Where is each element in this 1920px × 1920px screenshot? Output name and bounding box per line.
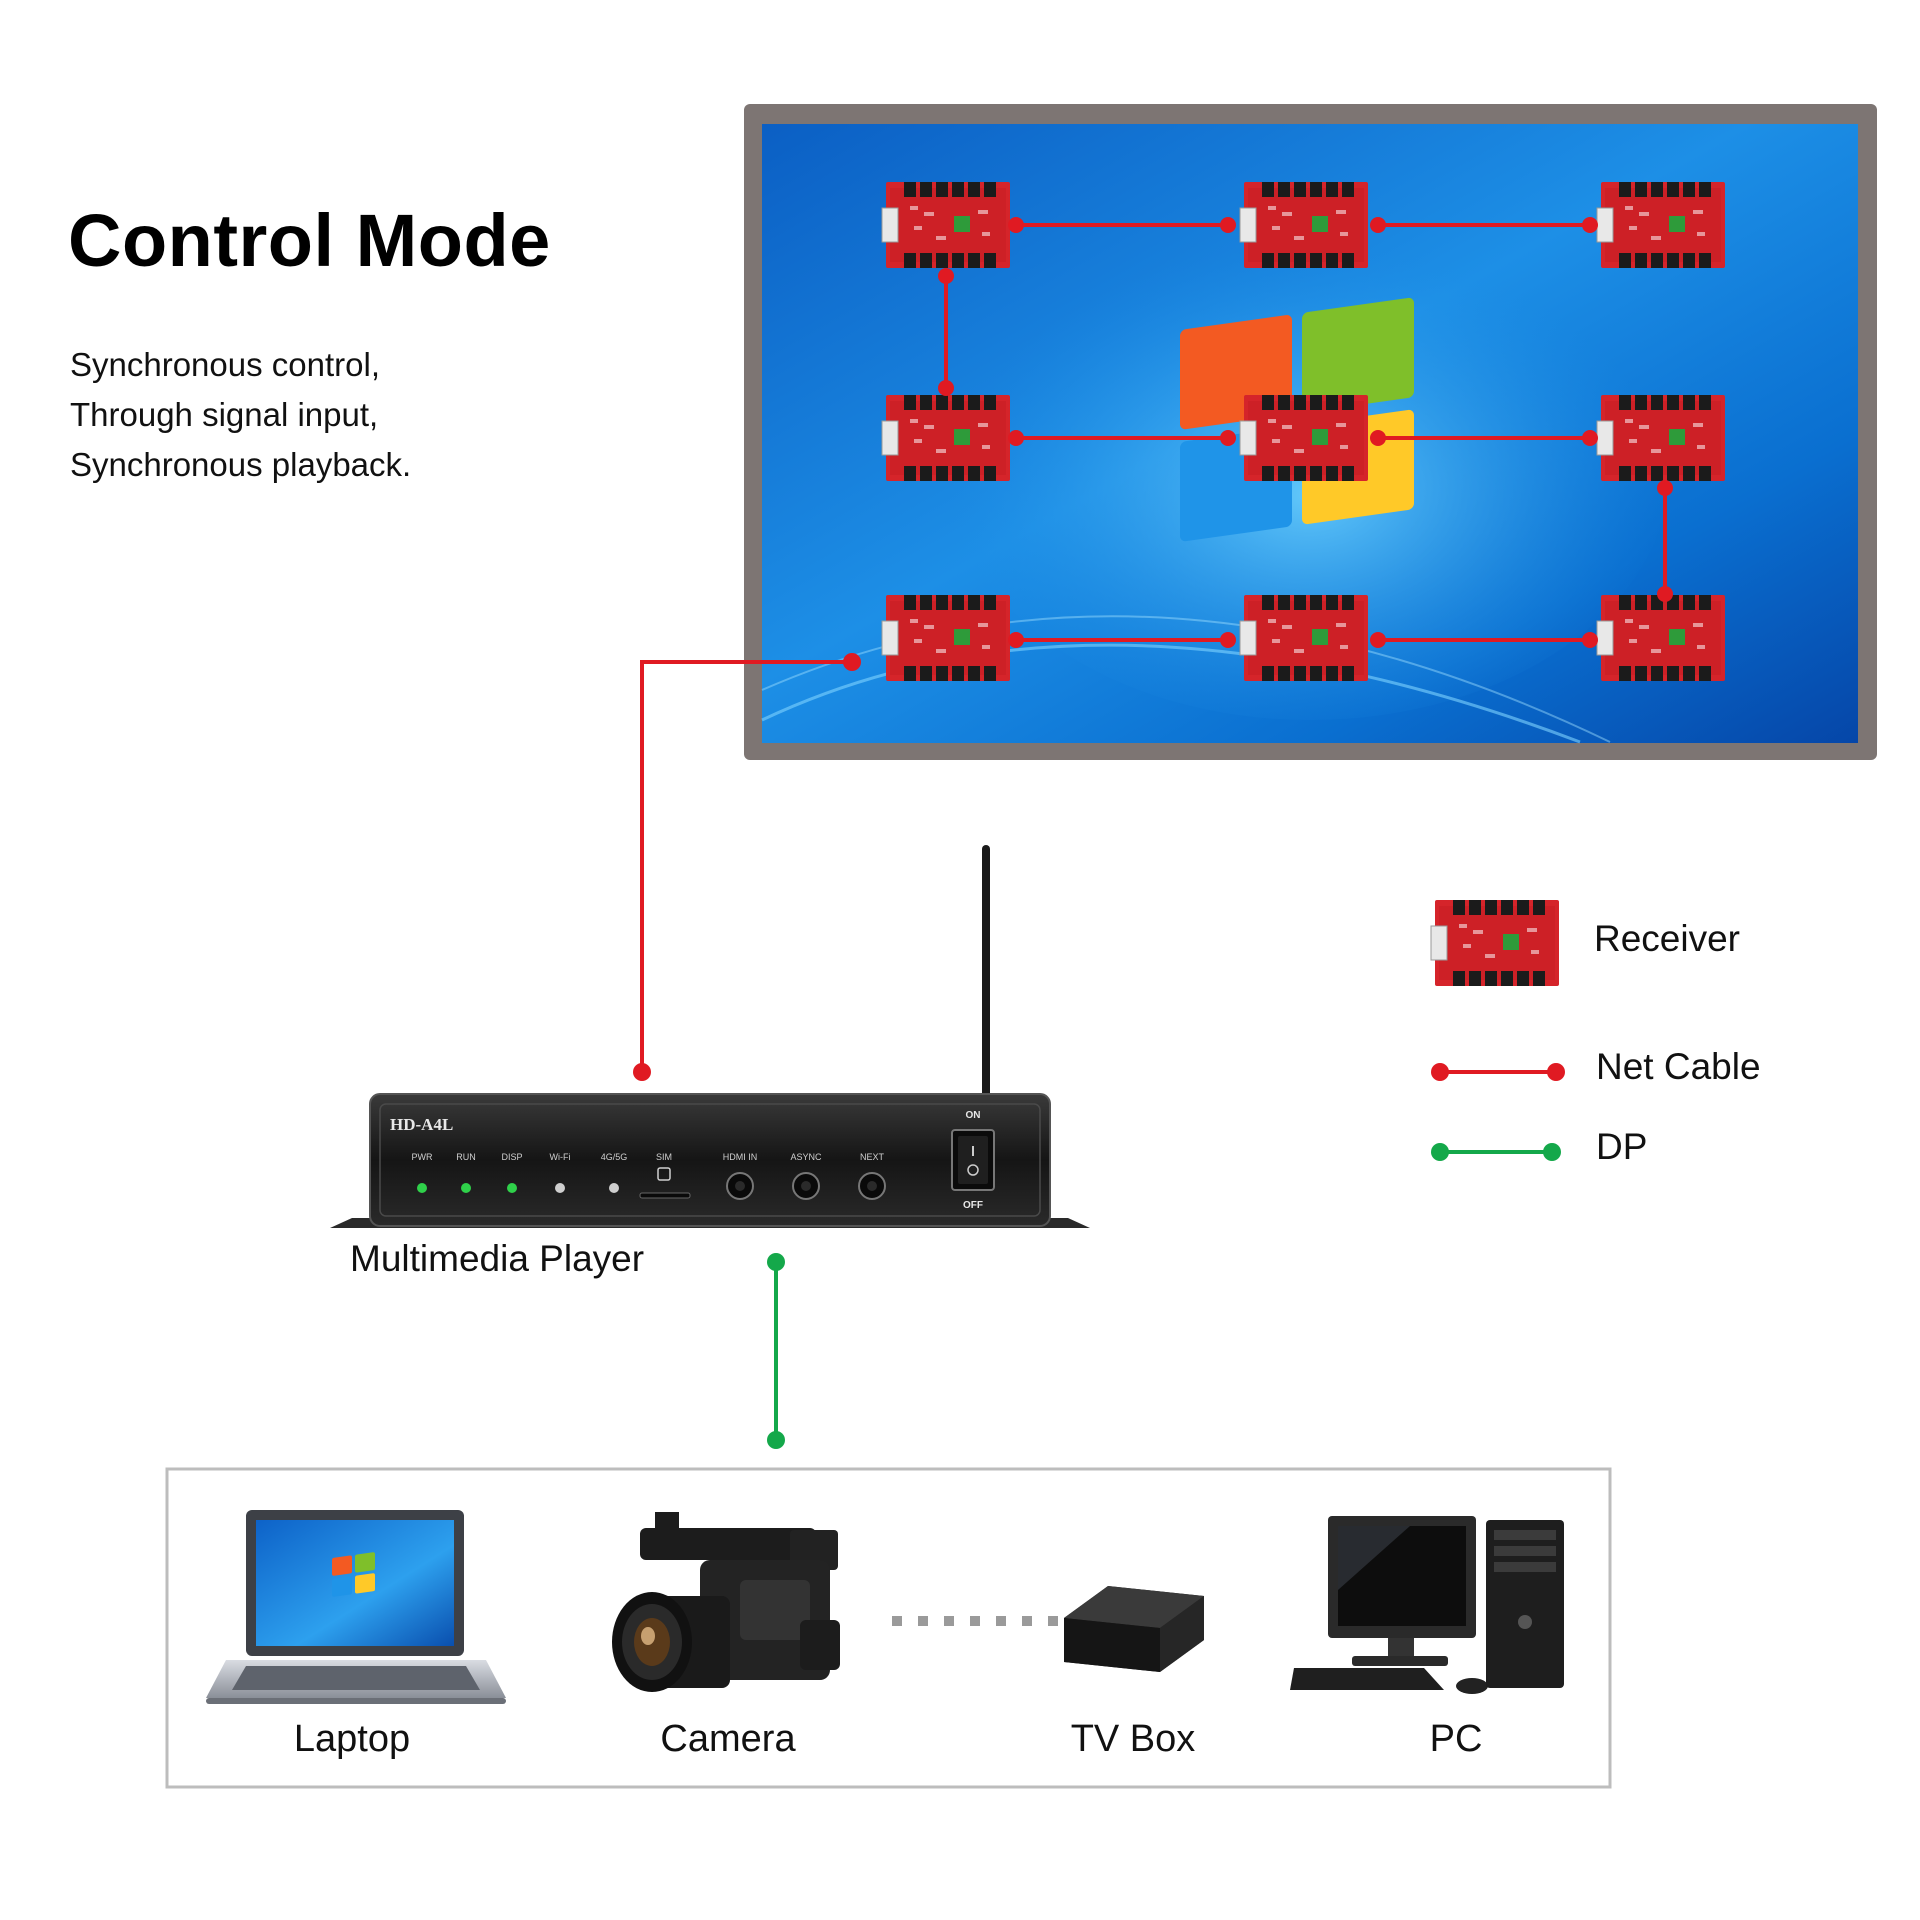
power-switch[interactable]: ON OFF — [951, 1110, 995, 1211]
indicator-label: Wi-Fi — [550, 1152, 571, 1162]
connector-dot — [1220, 217, 1236, 233]
receiver-card — [1596, 394, 1726, 482]
net-cable-end-player — [633, 1063, 651, 1081]
button-label: HDMI IN — [723, 1152, 758, 1162]
pc-icon — [1290, 1516, 1564, 1694]
player-caption: Multimedia Player — [350, 1238, 645, 1279]
status-led — [609, 1183, 619, 1193]
tv-box-icon — [1064, 1586, 1204, 1672]
button-panel: HDMI IN ASYNC NEXT — [723, 1152, 886, 1200]
switch-on-label: ON — [966, 1110, 981, 1121]
button-center — [801, 1181, 811, 1191]
connector-dot — [1582, 632, 1598, 648]
description-line: Synchronous playback. — [70, 446, 412, 483]
player-model: HD-A4L — [390, 1115, 453, 1134]
status-led — [555, 1183, 565, 1193]
description-line: Through signal input, — [70, 396, 379, 433]
description-line: Synchronous control, — [70, 346, 381, 383]
source-label-pc: PC — [1429, 1718, 1483, 1760]
receiver-card — [1239, 594, 1369, 682]
dp-legend-dot — [1431, 1143, 1449, 1161]
connector-dot — [1582, 430, 1598, 446]
receiver-card — [881, 181, 1011, 269]
legend-dp-label: DP — [1596, 1126, 1648, 1167]
screen-cable-route — [944, 223, 1667, 642]
indicator-label: DISP — [501, 1152, 522, 1162]
laptop-icon — [206, 1510, 506, 1704]
connector-dot — [1370, 632, 1386, 648]
receiver-legend-icon — [1430, 899, 1560, 987]
connector-dot — [1657, 586, 1673, 602]
receiver-card — [1596, 594, 1726, 682]
sim-icon — [657, 1167, 671, 1181]
page-title: Control Mode — [68, 199, 551, 282]
button-center — [867, 1181, 877, 1191]
receiver-card — [1239, 181, 1369, 269]
connector-dot — [1370, 217, 1386, 233]
connector-dot — [1582, 217, 1598, 233]
net-cable-player-to-screen — [640, 660, 852, 1072]
sim-slot — [639, 1192, 691, 1199]
receiver-card — [1596, 181, 1726, 269]
indicator-label: PWR — [412, 1152, 433, 1162]
connector-dot — [1008, 632, 1024, 648]
dp-cable-end-sources — [767, 1431, 785, 1449]
receiver-card — [881, 394, 1011, 482]
cable-connectors — [938, 217, 1673, 648]
receiver-card — [1239, 394, 1369, 482]
legend-net-cable-label: Net Cable — [1596, 1046, 1761, 1087]
source-label-laptop: Laptop — [293, 1718, 411, 1760]
dp-legend-dot — [1543, 1143, 1561, 1161]
connector-dot — [1220, 430, 1236, 446]
indicator-label: 4G/5G — [601, 1152, 628, 1162]
status-led — [507, 1183, 517, 1193]
camera-icon — [612, 1512, 840, 1692]
status-led — [461, 1183, 471, 1193]
net-cable-legend-dot — [1547, 1063, 1565, 1081]
antenna — [982, 845, 990, 1100]
indicator-panel: PWR RUN DISP Wi-Fi 4G/5G SIM — [412, 1152, 672, 1193]
switch-off-label: OFF — [963, 1200, 983, 1211]
status-led — [417, 1183, 427, 1193]
source-label-camera: Camera — [660, 1718, 796, 1760]
connector-dot — [1657, 480, 1673, 496]
legend — [1430, 899, 1565, 1161]
net-cable-end-screen — [843, 653, 861, 671]
net-cable-legend-dot — [1431, 1063, 1449, 1081]
dp-cable-end-player — [767, 1253, 785, 1271]
connector-dot — [1370, 430, 1386, 446]
source-label-tv-box: TV Box — [1070, 1718, 1196, 1760]
button-label: ASYNC — [790, 1152, 822, 1162]
description: Synchronous control, Through signal inpu… — [70, 340, 411, 490]
receiver-card — [881, 594, 1011, 682]
indicator-label: SIM — [656, 1152, 672, 1162]
multimedia-player: HD-A4L PWR RUN DISP Wi-Fi 4G/5G SIM HDMI IN AS… — [330, 845, 1090, 1228]
legend-receiver-label: Receiver — [1594, 918, 1740, 959]
connector-dot — [1220, 632, 1236, 648]
indicator-label: RUN — [456, 1152, 476, 1162]
connector-dot — [938, 380, 954, 396]
more-sources-dots — [892, 1616, 1058, 1626]
button-label: NEXT — [860, 1152, 885, 1162]
button-center — [735, 1181, 745, 1191]
connector-dot — [938, 268, 954, 284]
connector-dot — [1008, 217, 1024, 233]
connector-dot — [1008, 430, 1024, 446]
